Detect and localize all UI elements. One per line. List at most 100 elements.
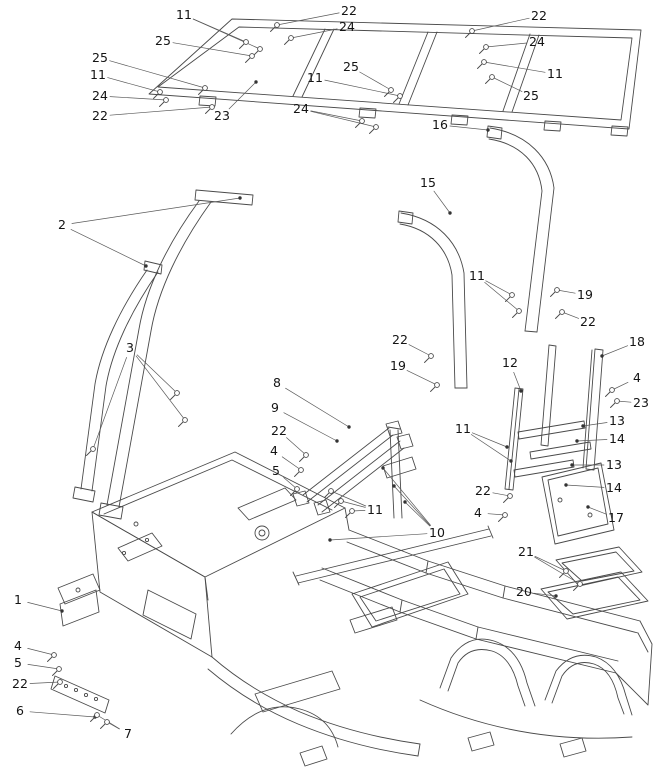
callout-label: 23 — [214, 108, 230, 123]
screw-icon — [384, 87, 394, 97]
leader-line — [483, 61, 546, 73]
screw-icon — [498, 512, 508, 522]
leader-line — [135, 355, 186, 421]
screw-icon — [430, 382, 440, 392]
screw-icon — [550, 287, 560, 297]
callout-label: 3 — [126, 340, 134, 355]
screw-icon — [345, 508, 355, 518]
front-pillars — [72, 189, 254, 520]
leader-line — [485, 280, 513, 296]
callout-label: 22 — [392, 332, 408, 347]
leader-line — [71, 197, 241, 224]
leader-line — [491, 76, 523, 92]
leader-line — [534, 556, 581, 585]
callout-label: 5 — [272, 463, 280, 478]
screw-icon — [334, 498, 344, 508]
callout-label: 11 — [307, 70, 323, 85]
leader-line — [27, 648, 55, 656]
leader-line — [92, 357, 127, 450]
screw-icon — [299, 452, 309, 462]
leader-line — [534, 555, 567, 572]
leader-line — [408, 344, 432, 357]
leader-line — [492, 492, 511, 497]
leader-line — [449, 125, 489, 131]
leader-line — [406, 370, 438, 386]
screw-icon — [465, 28, 475, 38]
screw-icon — [369, 124, 379, 134]
screw-icon — [205, 104, 215, 114]
leader-line — [471, 432, 508, 448]
callout-label: 25 — [523, 88, 539, 103]
leader-line — [109, 60, 206, 89]
screw-icon — [294, 467, 304, 477]
leader-dot — [144, 264, 148, 268]
screw-icon — [479, 44, 489, 54]
leader-dot — [564, 483, 568, 487]
leader-dot — [600, 354, 604, 358]
leader-line — [290, 28, 338, 39]
callout-label: 7 — [124, 726, 132, 741]
screw-icon — [477, 59, 487, 69]
callout-label: 19 — [390, 358, 406, 373]
rear-pillars — [397, 125, 555, 389]
leader-line — [359, 71, 392, 91]
callout-label: 19 — [577, 287, 593, 302]
leader-line — [283, 477, 298, 490]
leader-line — [29, 711, 96, 718]
callout-label: 22 — [341, 3, 357, 18]
leader-line — [471, 17, 530, 32]
callout-label: 12 — [502, 355, 518, 370]
screw-icon — [245, 53, 255, 63]
callout-label: 5 — [14, 655, 22, 670]
screw-icon — [485, 74, 495, 84]
screw-icon — [290, 486, 300, 496]
leader-line — [109, 96, 167, 101]
callout-label: 22 — [271, 423, 287, 438]
leader-line — [283, 412, 338, 442]
leader-line — [601, 345, 629, 357]
screw-icon — [324, 488, 334, 498]
screw-icon — [605, 387, 615, 397]
callout-label: 1 — [14, 592, 22, 607]
leader-line — [533, 592, 557, 597]
leader-dot — [575, 439, 579, 443]
screw-icon — [610, 398, 620, 408]
leader-line — [324, 79, 401, 97]
leader-dot — [509, 459, 513, 463]
leader-line — [561, 311, 580, 319]
mount-plates — [540, 546, 649, 620]
callout-label: 2 — [58, 217, 66, 232]
callout-label: 11 — [547, 66, 563, 81]
leader-line — [286, 437, 307, 456]
callout-label: 18 — [629, 334, 645, 349]
leader-line — [70, 229, 147, 267]
screw-icon — [512, 308, 522, 318]
leader-line — [285, 387, 350, 428]
screw-icon — [153, 89, 163, 99]
screw-icon — [559, 568, 569, 578]
callout-label: 22 — [531, 8, 547, 23]
leader-line — [330, 490, 367, 507]
screw-icon — [284, 35, 294, 45]
leader-line — [29, 681, 61, 684]
bracket-assembly — [504, 344, 615, 545]
leader-dot — [554, 594, 558, 598]
callout-label: 6 — [16, 703, 24, 718]
leader-dot — [505, 445, 509, 449]
screw-icon — [270, 22, 280, 32]
leader-line — [281, 456, 302, 471]
leader-line — [136, 354, 178, 394]
screw-icon — [52, 666, 62, 676]
callout-label: 9 — [271, 400, 279, 415]
leader-line — [27, 664, 60, 670]
leader-line — [485, 42, 528, 48]
leader-dot — [519, 389, 523, 393]
leader-line — [404, 501, 431, 527]
leader-line — [565, 484, 605, 488]
screw-icon — [239, 39, 249, 49]
screw-icon — [159, 97, 169, 107]
leader-line — [556, 289, 576, 294]
leader-line — [340, 500, 366, 508]
